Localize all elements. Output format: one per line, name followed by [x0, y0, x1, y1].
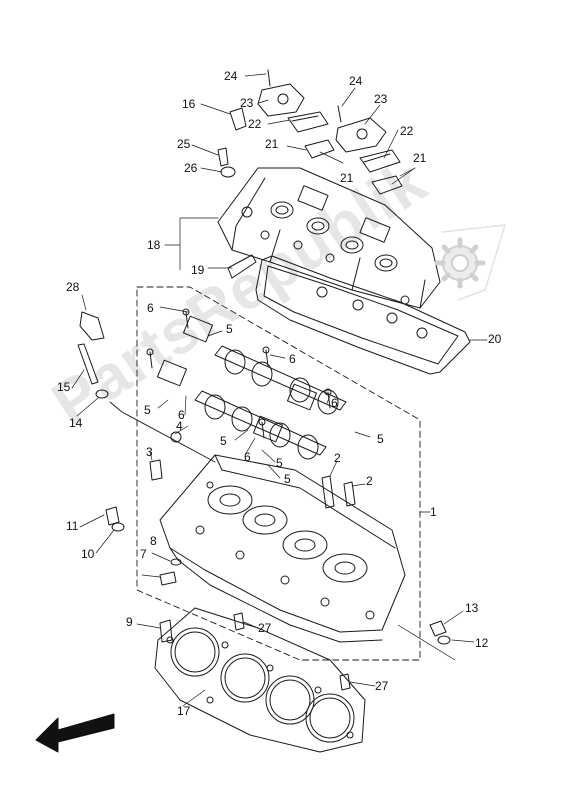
callout-3: 3 [146, 445, 153, 459]
callout-24: 24 [224, 69, 238, 83]
callout-6: 6 [289, 352, 296, 366]
breather-cover-left [257, 83, 335, 159]
camshaft-intake [214, 345, 347, 415]
bolt-24b [337, 105, 342, 123]
nut-13 [429, 620, 447, 637]
callout-13: 13 [465, 601, 479, 615]
washer-26 [220, 166, 236, 178]
callout-23: 23 [374, 92, 388, 106]
sensor-16 [229, 107, 247, 131]
head-gasket [154, 607, 366, 753]
dowel-2b [343, 481, 356, 507]
gear-icon [434, 224, 506, 301]
callout-5: 5 [226, 322, 233, 336]
bracket-19 [227, 254, 257, 279]
washer-10 [111, 522, 125, 532]
front-direction-arrow-icon [35, 713, 115, 753]
callout-21: 21 [265, 137, 279, 151]
callout-22: 22 [400, 124, 414, 138]
callout-24: 24 [349, 74, 363, 88]
callout-5: 5 [144, 403, 151, 417]
callout-5: 5 [377, 432, 384, 446]
callout-1: 1 [430, 505, 437, 519]
callout-17: 17 [177, 704, 191, 718]
assembly-group-outline [136, 286, 421, 661]
callout-21: 21 [340, 171, 354, 185]
callout-4: 4 [176, 419, 183, 433]
dowel-2a [321, 475, 335, 509]
sensor-28 [79, 311, 105, 341]
callout-23: 23 [240, 96, 254, 110]
cap-bolts [146, 308, 332, 439]
bolt-24a [267, 69, 271, 87]
callout-14: 14 [69, 416, 83, 430]
callout-18: 18 [147, 238, 161, 252]
callout-8: 8 [150, 534, 157, 548]
callout-9: 9 [126, 615, 133, 629]
callout-12: 12 [475, 636, 489, 650]
callout-20: 20 [488, 332, 502, 346]
callout-6: 6 [147, 301, 154, 315]
callout-28: 28 [66, 280, 80, 294]
washer-12 [437, 635, 451, 645]
bolt-25 [217, 147, 229, 167]
head-cover-gasket [255, 255, 471, 375]
callout-7: 7 [140, 547, 147, 561]
callout-5: 5 [276, 456, 283, 470]
callout-5: 5 [220, 434, 227, 448]
callout-2: 2 [366, 474, 373, 488]
stud-9 [159, 619, 173, 643]
washer-14 [95, 389, 109, 399]
callout-15: 15 [57, 380, 71, 394]
dowel-27a [233, 612, 245, 631]
callout-6: 6 [244, 450, 251, 464]
cam-caps [157, 315, 317, 443]
callout-11: 11 [66, 519, 79, 533]
callout-27: 27 [258, 621, 272, 635]
bolt-11 [105, 506, 120, 526]
callout-10: 10 [81, 547, 95, 561]
washer-8 [170, 558, 182, 566]
callout-19: 19 [191, 263, 205, 277]
callout-22: 22 [248, 117, 262, 131]
callout-6: 6 [331, 396, 338, 410]
callout-6: 6 [178, 408, 185, 422]
callout-25: 25 [177, 137, 191, 151]
callout-26: 26 [184, 161, 198, 175]
bolt-15 [77, 343, 99, 385]
oil-pipe [109, 401, 216, 463]
plug-3 [149, 459, 163, 481]
callout-16: 16 [182, 97, 196, 111]
callout-5: 5 [284, 472, 291, 486]
bolt-7 [159, 571, 177, 586]
callout-2: 2 [334, 451, 341, 465]
callout-21: 21 [413, 151, 427, 165]
dowel-27b [339, 673, 351, 691]
leader-lines [71, 73, 475, 707]
callout-27: 27 [375, 679, 389, 693]
cylinder-head-cover [217, 167, 441, 309]
plug-4 [170, 431, 182, 443]
